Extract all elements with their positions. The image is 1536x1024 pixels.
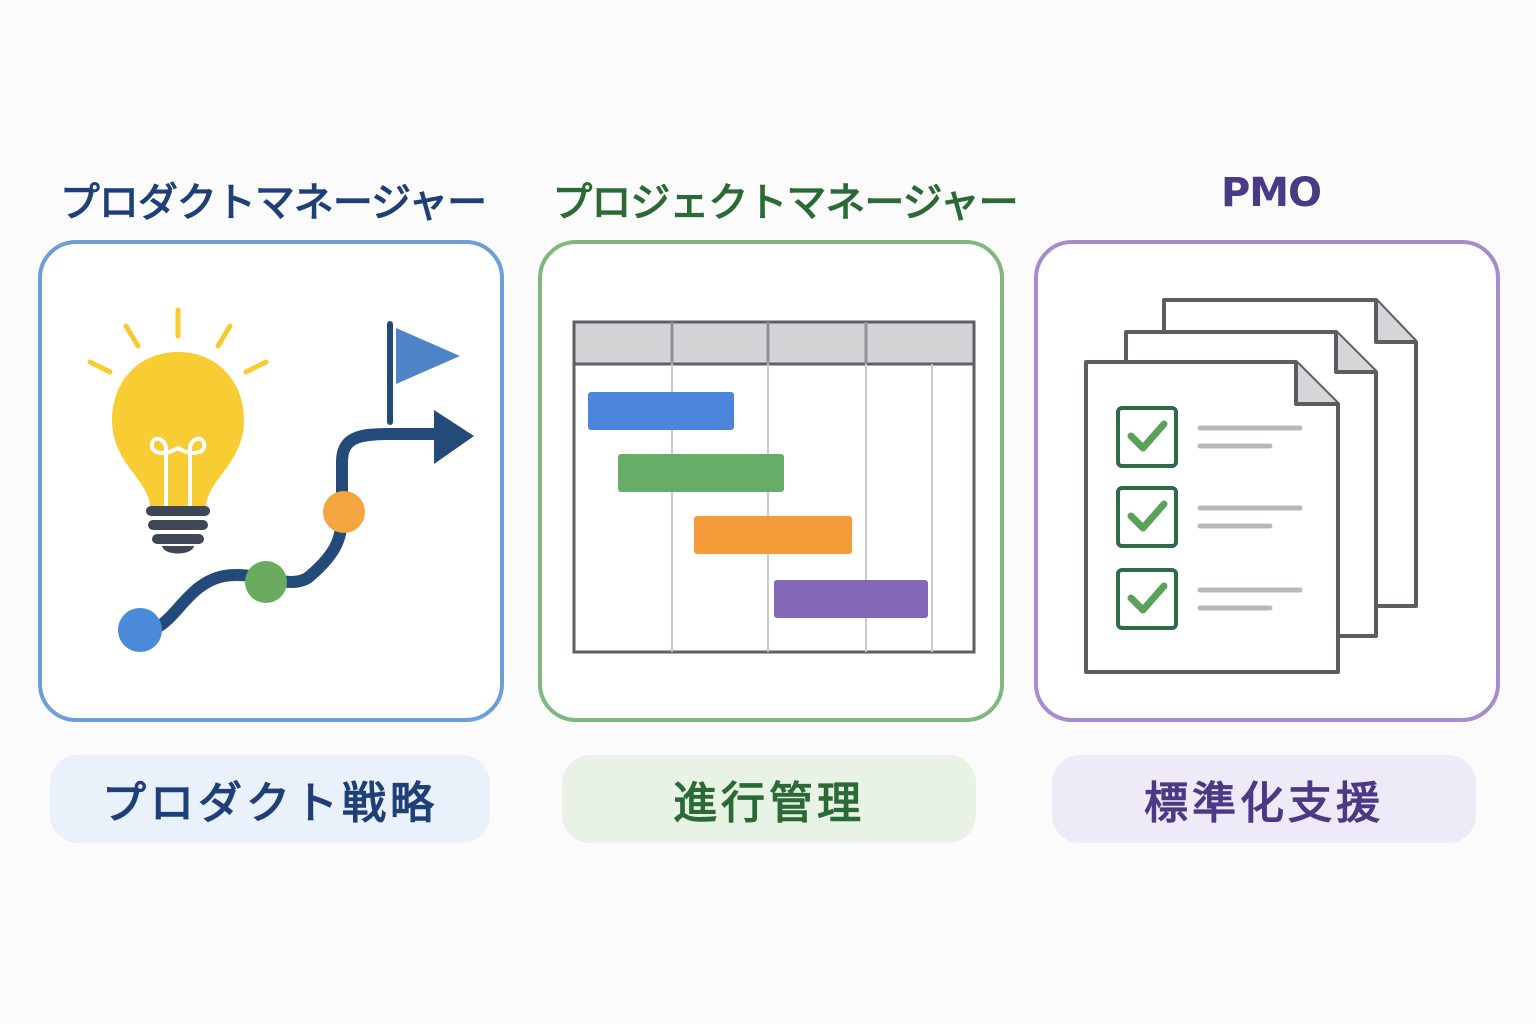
pmo-heading: PMO [1220,170,1322,216]
progress-management-label: 進行管理 [562,755,976,843]
project-manager-card [538,240,1004,722]
pmo-card [1034,240,1500,722]
gantt-chart-icon [572,320,976,654]
standardization-support-label: 標準化支援 [1052,755,1476,843]
product-strategy-label: プロダクト戦略 [50,755,490,843]
project-manager-heading: プロジェクトマネージャー [552,180,1018,226]
product-manager-card [38,240,504,722]
product-manager-heading: プロダクトマネージャー [59,180,487,226]
lightbulb-roadmap-icon [87,307,474,652]
checklist-documents-icon [1084,298,1418,674]
